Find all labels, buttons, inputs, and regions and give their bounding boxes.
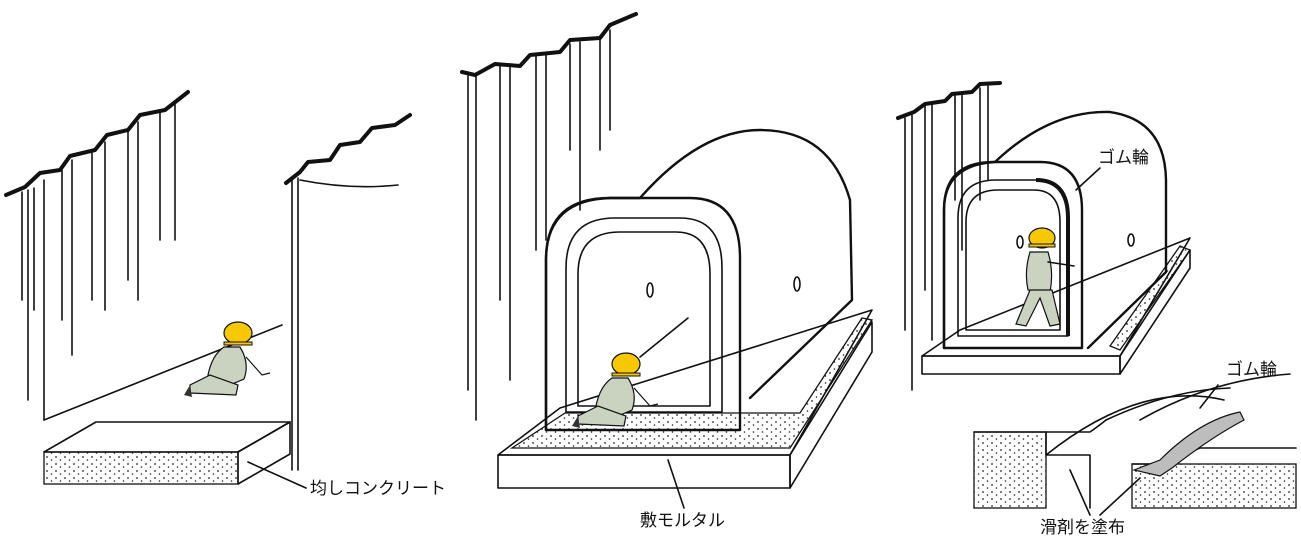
culvert-hole-side [793, 276, 801, 292]
joint-detail [973, 373, 1297, 516]
leveling-concrete-slab [43, 421, 291, 485]
rubber-ring-leader-detail [1199, 384, 1219, 409]
trench-wall-top-middle [460, 12, 638, 77]
lubricant-leader-1 [1069, 469, 1091, 516]
bedding-mortar-leader [667, 459, 685, 509]
rubber-ring-detail-shape [1131, 411, 1245, 477]
trench-wall-top-right [284, 113, 412, 185]
lubricant-leader-2 [1099, 477, 1141, 516]
rubber-ring-leader-main [1075, 167, 1101, 191]
bedding-base-slab [497, 309, 874, 489]
label-rubber-ring-main: ゴム輪 [1098, 148, 1149, 168]
trench-wall-top-right-panel [896, 81, 1002, 120]
rubber-ring-shape [1035, 178, 1070, 336]
label-lubricant: 滑剤を塗布 [1040, 518, 1125, 538]
trench-wall-left-lines [21, 103, 176, 421]
trench-wall-right-panel-lines [904, 85, 989, 391]
culvert-hole-inner [646, 282, 654, 298]
label-leveling-concrete: 均しコンクリート [310, 479, 446, 499]
panel-leveling-concrete [4, 90, 412, 489]
panel-rubber-ring [896, 81, 1192, 391]
box-culvert-joint [942, 110, 1168, 350]
label-bedding-mortar: 敷モルタル [640, 511, 725, 531]
rubber-ring-base [921, 237, 1192, 375]
label-rubber-ring-detail: ゴム輪 [1226, 360, 1277, 380]
trench-wall-top-left [4, 90, 190, 197]
panel-bedding-mortar [460, 12, 874, 509]
trench-wall-middle-lines [467, 29, 611, 421]
box-culvert-main [544, 128, 854, 432]
trench-wall-right-lines [291, 177, 399, 471]
leveling-concrete-leader [247, 461, 307, 489]
worker-pushing [1015, 227, 1075, 327]
